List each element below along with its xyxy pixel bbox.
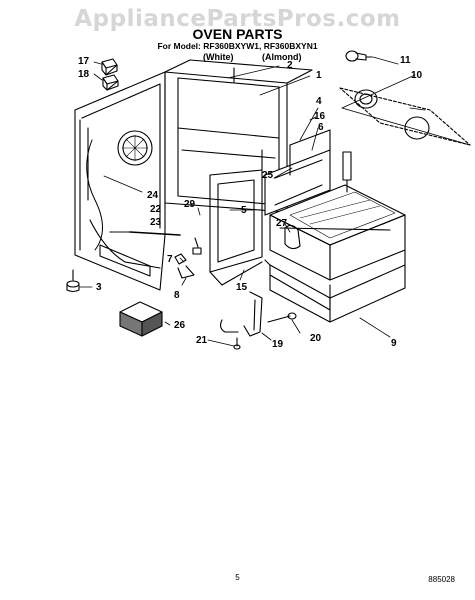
page-title: OVEN PARTS — [192, 26, 283, 42]
callout-9: 9 — [391, 338, 397, 349]
callout-24: 24 — [147, 190, 159, 201]
document-code: 885028 — [428, 575, 455, 584]
callout-15: 15 — [236, 282, 248, 293]
variant-white: (White) — [203, 52, 234, 62]
callout-19: 19 — [272, 339, 284, 350]
part-25-igniter — [342, 151, 352, 193]
variant-almond: (Almond) — [262, 52, 302, 62]
callout-26: 26 — [174, 320, 186, 331]
oven-front-frame — [209, 149, 263, 286]
callout-22: 22 — [150, 204, 162, 215]
part-27-deflector — [284, 224, 301, 250]
callout-23: 23 — [150, 217, 162, 228]
callout-10: 10 — [411, 70, 423, 81]
callout-18: 18 — [78, 69, 90, 80]
page-number: 5 — [235, 573, 240, 582]
callout-20: 20 — [310, 333, 322, 344]
callout-3: 3 — [96, 282, 102, 293]
callout-16: 16 — [314, 111, 326, 122]
callout-5: 5 — [241, 205, 247, 216]
callout-27: 27 — [276, 218, 288, 229]
callout-25: 25 — [262, 170, 274, 181]
watermark: AppliancePartsPros.com — [74, 6, 401, 32]
model-line: For Model: RF360BXYW1, RF360BXYN1 — [157, 41, 318, 51]
parts-7-8-29-brackets — [174, 237, 202, 279]
callout-21: 21 — [196, 335, 208, 346]
callout-8: 8 — [174, 290, 180, 301]
parts-22-23-sensor — [109, 231, 181, 236]
callout-29: 29 — [184, 199, 196, 210]
callout-7: 7 — [167, 254, 173, 265]
callout-2: 2 — [287, 60, 293, 71]
part-3-leg — [66, 269, 80, 293]
valve-assembly — [219, 291, 297, 350]
callout-4: 4 — [316, 96, 322, 107]
leader-lines — [79, 56, 471, 347]
callout-6: 6 — [318, 122, 324, 133]
broil-drawer-rack — [264, 184, 406, 323]
callout-17: 17 — [78, 56, 90, 67]
part-26-block — [119, 301, 163, 337]
oven-side-panel — [74, 71, 166, 291]
oven-internal-panel — [264, 129, 331, 216]
callout-11: 11 — [400, 55, 411, 66]
parts-17-18-grommets — [101, 58, 119, 91]
callout-1: 1 — [316, 70, 322, 81]
